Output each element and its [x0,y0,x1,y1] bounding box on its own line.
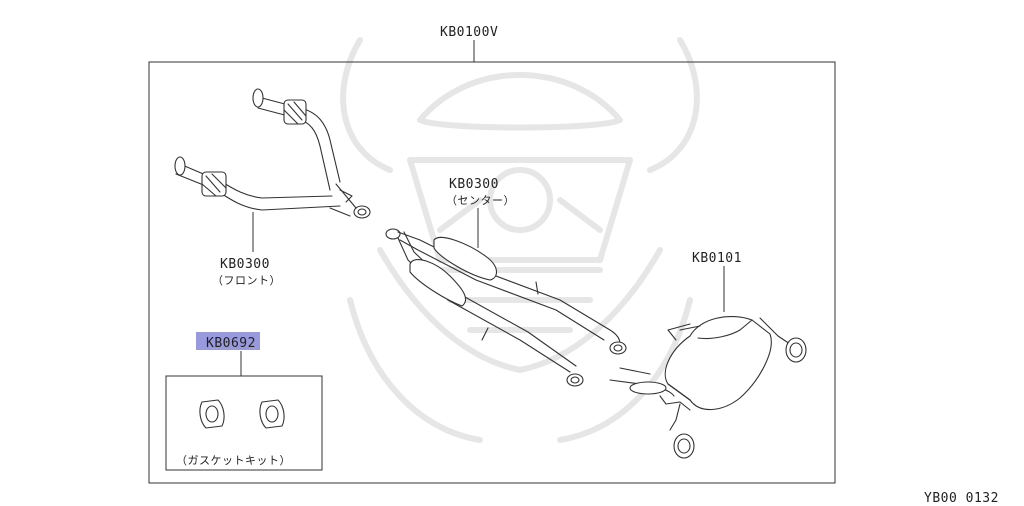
gasket-left [199,399,225,429]
muffler-code: KB0101 [692,251,742,266]
gasket-kit-code[interactable]: KB0692 [206,336,256,351]
selected-part-highlight [196,332,260,350]
gasket-kit-box [165,375,323,471]
gasket-right [259,399,285,429]
assembly-frame [148,61,836,484]
center-pipe-name: （センター） [446,194,515,207]
center-pipe-code: KB0300 [449,177,499,192]
figure-id: YB00 0132 [924,491,999,506]
front-pipe-code: KB0300 [220,257,270,272]
watermark-emblem [340,37,700,443]
front-pipe-name: （フロント） [212,274,281,287]
rear-muffler [609,316,807,459]
front-y-pipe [174,88,371,219]
center-pipe [385,228,627,387]
gasket-kit-name: （ガスケットキット） [176,454,291,467]
assembly-code-label: KB0100V [440,25,498,40]
